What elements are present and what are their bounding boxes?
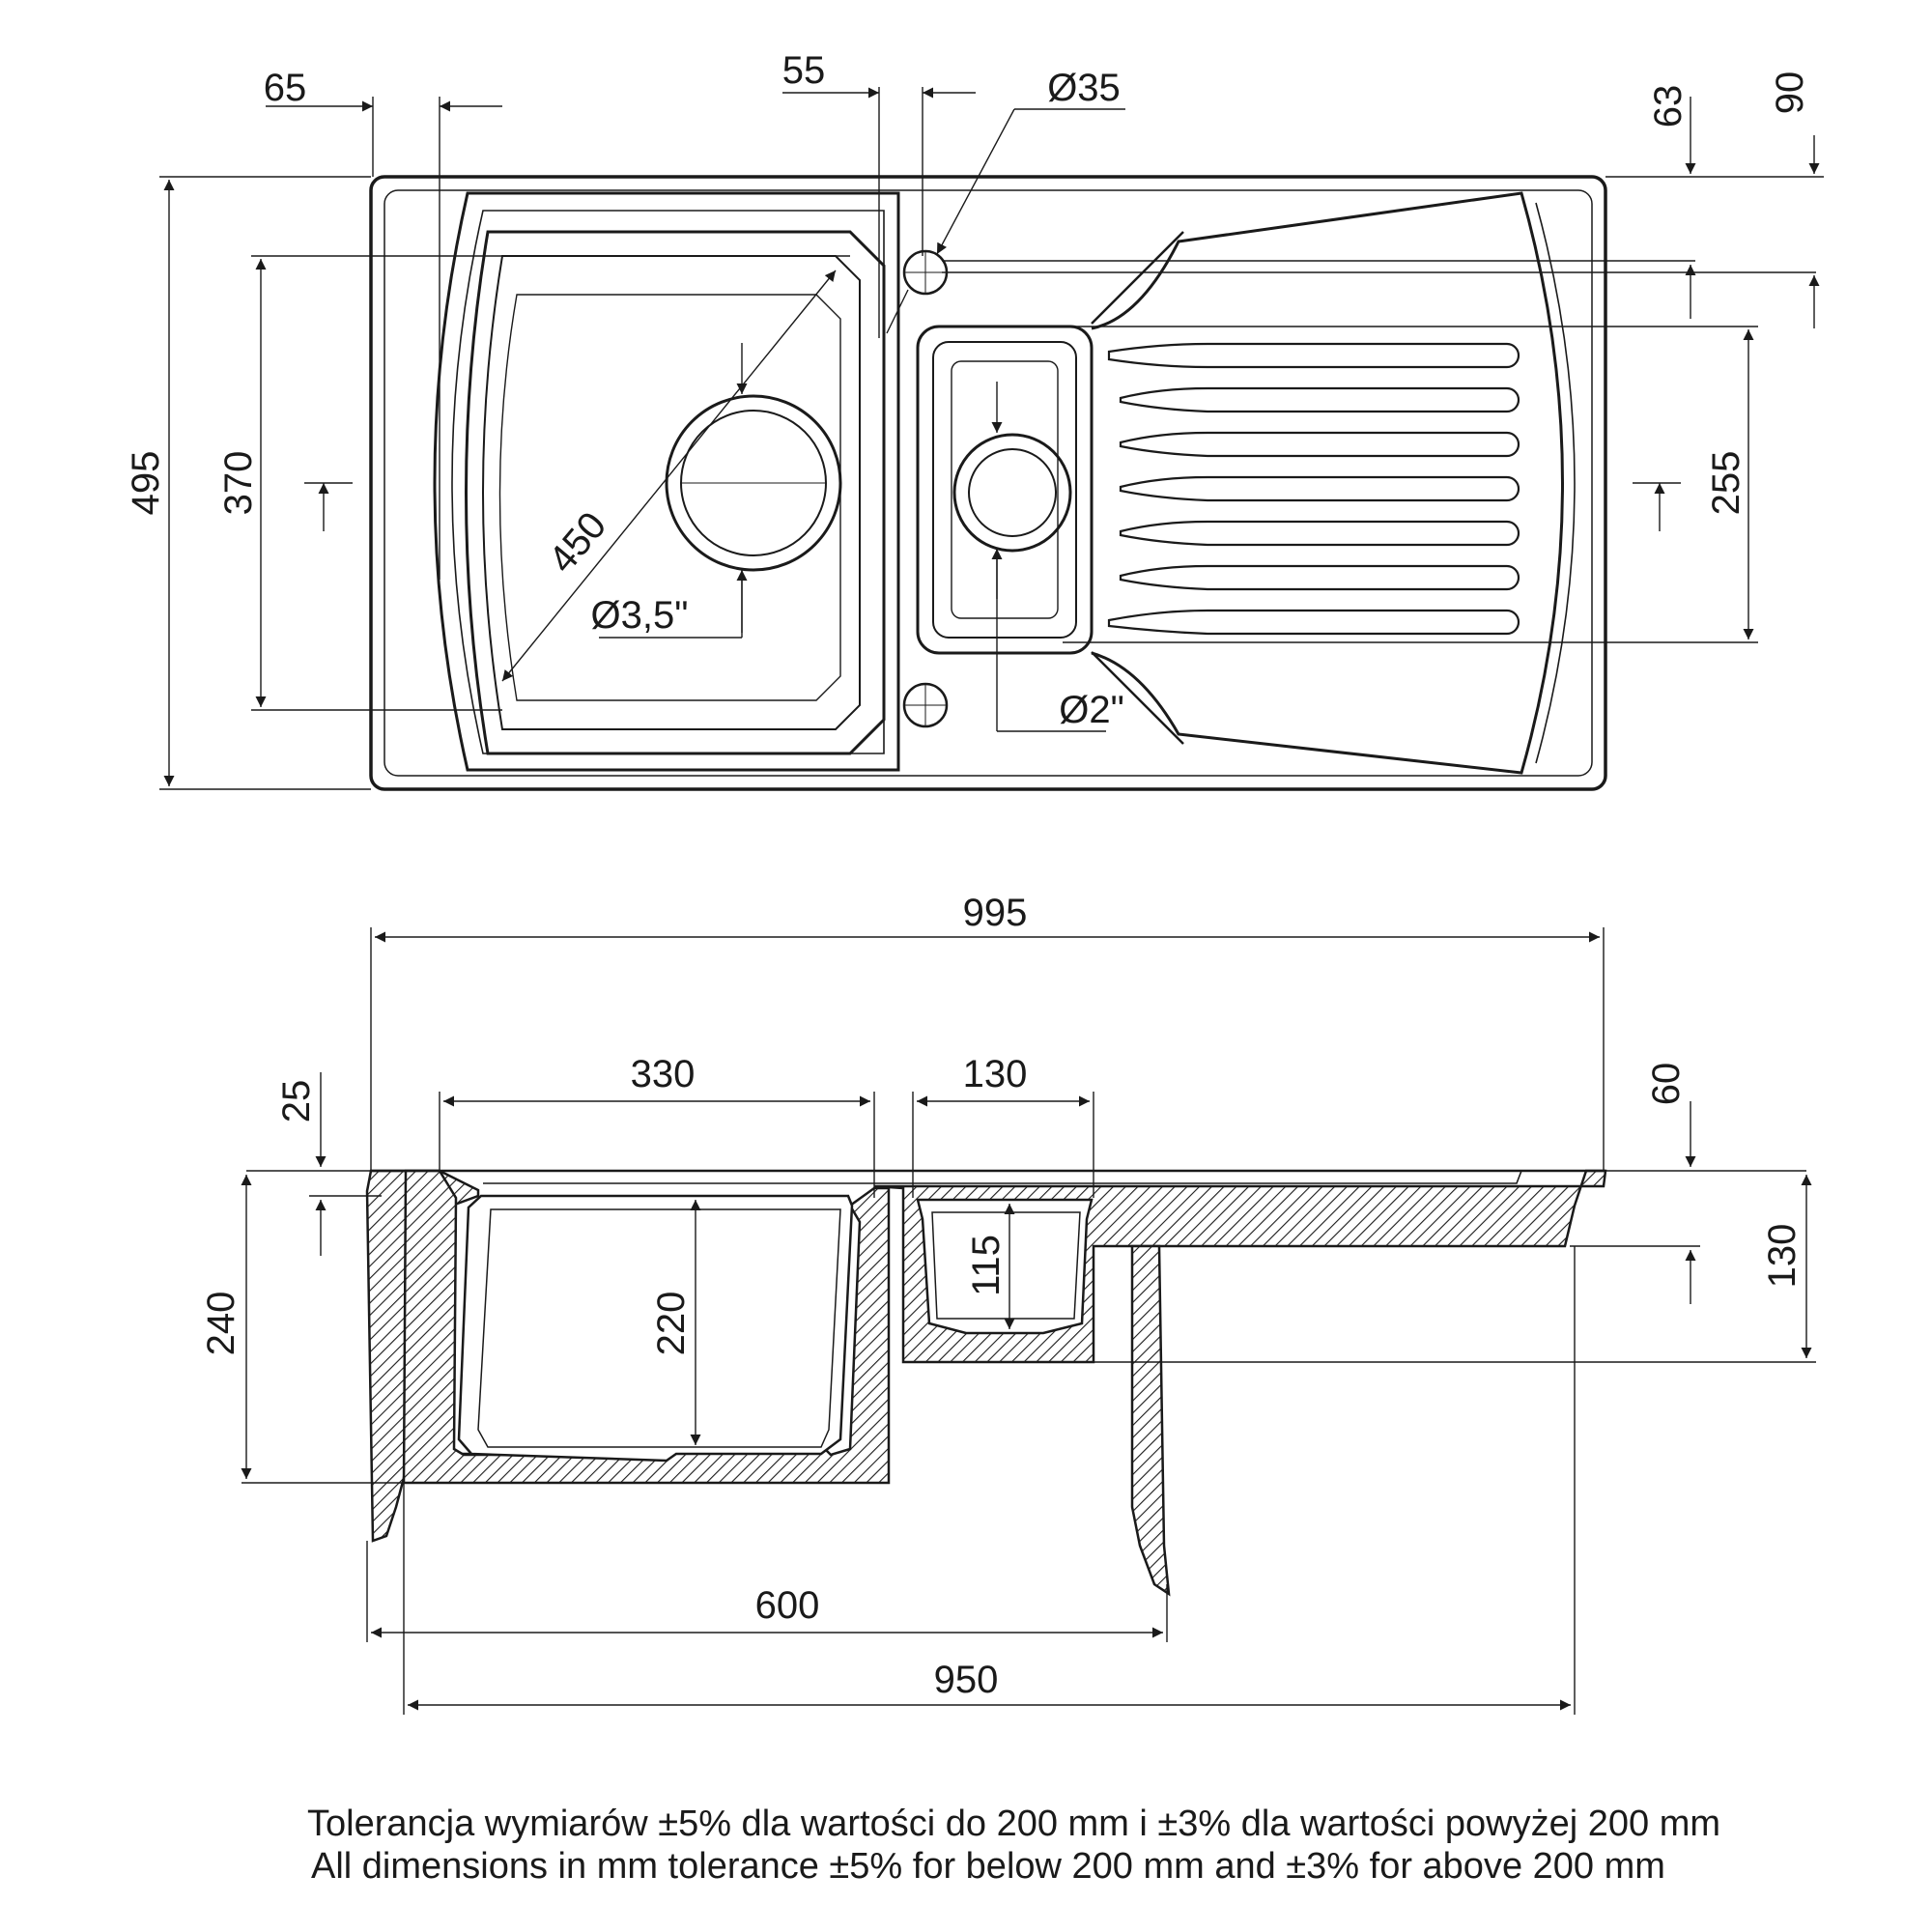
main-bowl-floor	[482, 255, 861, 730]
dim-450: 450	[541, 504, 615, 581]
dim-330: 330	[631, 1053, 696, 1095]
drainboard-grooves	[1107, 342, 1520, 636]
dim-255: 255	[1705, 451, 1747, 516]
section-main-bowl-cavity	[457, 1194, 854, 1463]
section-main-bowl	[402, 1169, 891, 1485]
section-view: 995 330 130 25 60 130 240 220 115 600 95…	[200, 892, 1816, 1715]
dim-130-small-bowl: 130	[963, 1053, 1028, 1095]
dim-diameter-35: Ø35	[1047, 67, 1121, 109]
dim-115: 115	[965, 1235, 1008, 1296]
section-right-support	[1130, 1244, 1171, 1597]
small-bowl-floor	[951, 360, 1059, 619]
dim-65: 65	[264, 67, 307, 109]
top-dimension-lines	[159, 87, 1824, 790]
main-bowl-rim-inner	[451, 210, 885, 754]
dim-diameter-2-inch: Ø2"	[1059, 689, 1124, 731]
dim-370: 370	[217, 451, 260, 516]
dim-60: 60	[1645, 1063, 1688, 1106]
dim-25: 25	[275, 1080, 318, 1123]
tolerance-note-polish: Tolerancja wymiarów ±5% dla wartości do …	[307, 1804, 1721, 1844]
main-bowl-rim	[433, 191, 900, 772]
dim-220: 220	[650, 1292, 693, 1356]
main-bowl-basin	[465, 230, 886, 755]
small-bowl-rim	[916, 325, 1094, 655]
dim-diameter-3-5-inch: Ø3,5"	[591, 594, 689, 637]
dim-55: 55	[782, 49, 826, 92]
dim-63: 63	[1647, 85, 1690, 128]
sink-outline	[369, 175, 1607, 791]
small-drain-outer	[952, 433, 1072, 553]
dim-90: 90	[1769, 71, 1811, 115]
sink-outline-inner	[384, 189, 1593, 777]
tolerance-note-english: All dimensions in mm tolerance ±5% for b…	[311, 1846, 1665, 1887]
dim-995: 995	[963, 892, 1028, 934]
main-bowl-floor-inner	[498, 294, 841, 701]
small-bowl-basin	[932, 341, 1077, 639]
drainboard-rim	[1091, 191, 1564, 775]
dim-495: 495	[125, 451, 167, 516]
dim-240: 240	[200, 1292, 242, 1356]
section-dimension-lines	[241, 927, 1816, 1715]
dim-130-slab: 130	[1761, 1224, 1804, 1289]
small-drain-inner	[968, 448, 1057, 537]
top-view: 65 55 Ø35 63 90 495 370 450 Ø3,5" Ø2" 25…	[125, 49, 1824, 791]
dim-950: 950	[934, 1659, 999, 1701]
dim-600: 600	[755, 1584, 820, 1627]
